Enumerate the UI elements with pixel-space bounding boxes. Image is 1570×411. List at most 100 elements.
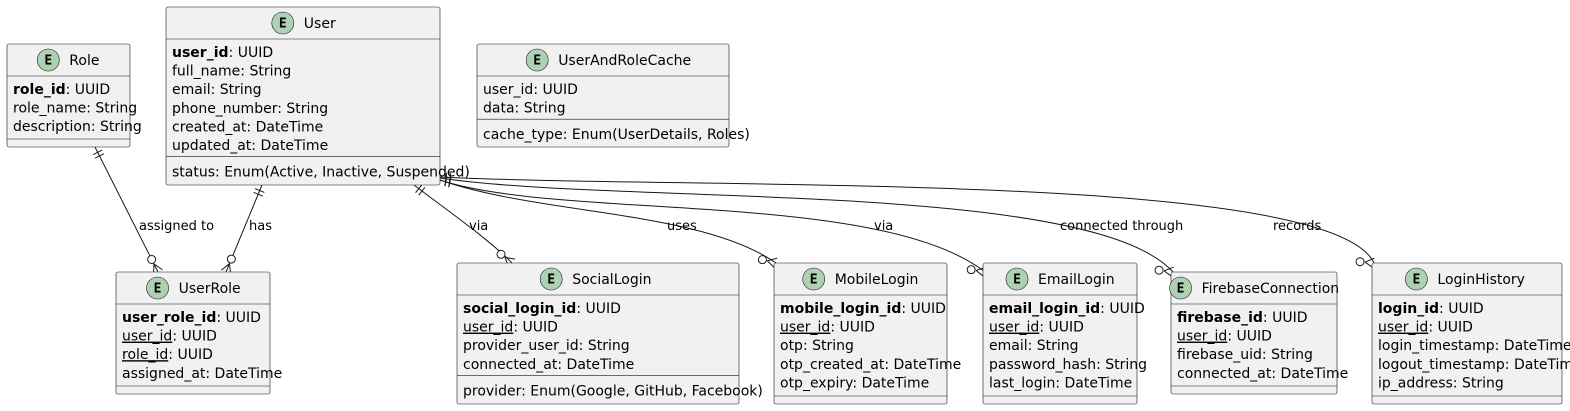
field-name: created_at — [172, 119, 247, 135]
one-mark — [254, 188, 265, 193]
one-mark — [449, 172, 451, 183]
field-type: : DateTime — [1495, 338, 1570, 354]
entity-title: EmailLogin — [1038, 272, 1115, 288]
field-type: : UUID — [172, 329, 217, 345]
relation-user-user-role: has — [221, 184, 272, 274]
entity-box — [456, 262, 740, 405]
relation-line — [439, 179, 777, 264]
entity-field: created_at: DateTime — [172, 119, 323, 135]
field-name: email — [172, 82, 211, 98]
entity-badge-letter: E — [154, 282, 162, 297]
field-name: mobile_login_id — [780, 301, 901, 317]
entity-field: assigned_at: DateTime — [122, 366, 282, 382]
field-name: data — [483, 101, 515, 117]
entity-field: logout_timestamp: DateTime — [1378, 357, 1570, 373]
entity-field: user_id: UUID — [780, 320, 875, 336]
field-name: email_login_id — [989, 301, 1100, 317]
field-type: : DateTime — [205, 366, 282, 382]
field-type: : String — [91, 119, 142, 135]
one-mark — [253, 191, 263, 197]
relation-label: via — [874, 219, 893, 234]
relation-role-user-role: assigned to — [93, 146, 214, 275]
field-type: : UUID — [901, 301, 946, 317]
field-type: : String — [579, 338, 630, 354]
field-name: connected_at — [1177, 366, 1272, 382]
zero-mark — [966, 265, 976, 275]
field-name: status — [172, 165, 215, 181]
entity-box — [115, 271, 271, 395]
field-type: : UUID — [1428, 320, 1473, 336]
entity-field: description: String — [13, 119, 142, 135]
field-type: : DateTime — [246, 119, 323, 135]
entity-badge-icon — [146, 276, 169, 300]
entity-badge-icon — [539, 267, 563, 291]
zero-mark — [757, 255, 767, 265]
entity-badge-letter: E — [44, 54, 52, 69]
field-name: firebase_uid — [1177, 347, 1262, 363]
field-name: provider — [463, 383, 522, 399]
relation-label: connected through — [1060, 219, 1183, 234]
entity-field: email: String — [989, 338, 1079, 354]
field-type: : UUID — [229, 45, 274, 61]
relation-label: via — [469, 219, 488, 234]
entity-badge-icon — [1005, 267, 1029, 291]
one-mark — [445, 172, 447, 183]
field-name: otp_expiry — [780, 375, 853, 391]
field-name: description — [13, 119, 91, 135]
field-name: otp_created_at — [780, 357, 885, 373]
field-name: otp — [780, 338, 803, 354]
entity-field: connected_at: DateTime — [463, 357, 634, 373]
field-type: : UUID — [576, 301, 621, 317]
relation-user-firebase-connection: connected through — [439, 173, 1183, 278]
entity-field: role_id: UUID — [122, 347, 213, 363]
field-name: updated_at — [172, 138, 252, 154]
field-type: : String — [1028, 338, 1079, 354]
field-type: : UUID — [1227, 329, 1272, 345]
entity-badge-icon — [271, 11, 295, 35]
field-type: : String — [1096, 357, 1147, 373]
field-name: last_login — [989, 375, 1055, 391]
field-type: : UUID — [533, 82, 578, 98]
entity-field: otp_expiry: DateTime — [780, 375, 929, 391]
field-type: : String — [211, 82, 262, 98]
entity-badge-icon — [802, 267, 826, 291]
zero-mark — [226, 254, 236, 264]
entity-field: firebase_uid: String — [1177, 347, 1313, 363]
field-name: user_id — [122, 329, 172, 345]
entity-field: otp: String — [780, 338, 854, 354]
field-name: user_id — [463, 320, 513, 336]
entity-box — [165, 6, 441, 186]
entity-field: phone_number: String — [172, 101, 328, 117]
entity-box — [1170, 271, 1338, 395]
relation-user-email-login: via — [439, 175, 986, 278]
entity-field: status: Enum(Active, Inactive, Suspended… — [172, 165, 470, 181]
field-name: role_id — [13, 82, 66, 98]
field-name: phone_number — [172, 101, 278, 117]
entity-title: MobileLogin — [835, 272, 919, 288]
crow-foot-mark — [1364, 257, 1375, 263]
field-name: user_id — [483, 82, 533, 98]
crow-foot-mark — [1163, 266, 1174, 272]
field-name: cache_type — [483, 127, 563, 143]
field-name: firebase_id — [1177, 310, 1263, 326]
zero-mark — [1355, 257, 1365, 267]
entity-title: User — [304, 16, 336, 32]
entity-title: Role — [69, 53, 99, 69]
crow-foot-mark — [153, 263, 163, 271]
field-type: : Enum(Google, GitHub, Facebook) — [521, 383, 763, 399]
field-name: user_id — [1177, 329, 1227, 345]
entity-title: SocialLogin — [572, 272, 651, 288]
field-type: : Enum(Active, Inactive, Suspended) — [215, 165, 470, 181]
field-type: : DateTime — [852, 375, 929, 391]
entity-field: login_id: UUID — [1378, 301, 1484, 317]
relation-user-login-history: records — [439, 172, 1375, 269]
relation-user-social-login: via — [413, 184, 516, 268]
